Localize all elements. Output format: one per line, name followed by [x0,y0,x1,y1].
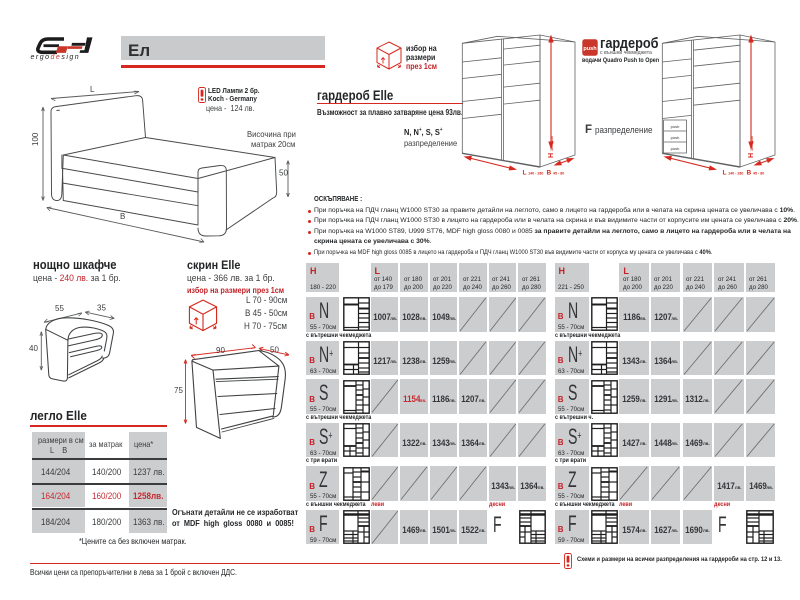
svg-text:35: 35 [97,304,106,313]
svg-text:75: 75 [174,386,183,395]
svg-text:H 180 - 250: H 180 - 250 [548,136,555,158]
svg-text:L: L [90,85,95,94]
svg-text:B 45 - 80: B 45 - 80 [747,170,765,177]
svg-text:40: 40 [29,344,38,353]
svg-text:50: 50 [279,169,288,178]
svg-text:push: push [671,135,680,140]
svg-text:L 140 - 280: L 140 - 280 [523,170,544,177]
svg-text:H 180 - 250: H 180 - 250 [748,136,755,158]
svg-text:50: 50 [270,346,279,355]
svg-text:55: 55 [55,304,64,313]
svg-text:push: push [671,146,680,151]
svg-text:ergodesign: ergodesign [31,54,81,61]
svg-text:100: 100 [31,132,40,146]
svg-text:90: 90 [216,346,225,355]
svg-text:L 140 - 280: L 140 - 280 [723,170,744,177]
svg-text:B 45 - 80: B 45 - 80 [547,170,565,177]
svg-text:push: push [671,124,680,129]
svg-text:B: B [120,212,125,221]
svg-text:push: push [583,46,597,52]
